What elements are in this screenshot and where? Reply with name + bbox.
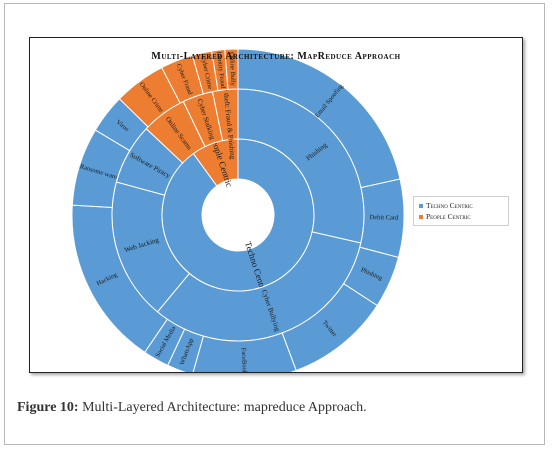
legend-item-techno: Techno Centric bbox=[419, 200, 503, 211]
legend-label-techno: Techno Centric bbox=[426, 201, 473, 210]
sunburst-label-ring3-debit-card: Debit Card bbox=[370, 214, 400, 222]
figure-caption-text: Multi-Layered Architecture: mapreduce Ap… bbox=[82, 400, 367, 415]
chart-title: Multi-Layered Architecture: MapReduce Ap… bbox=[151, 51, 401, 62]
sunburst-label-ring3-online-bully: Online Bully bbox=[228, 52, 236, 87]
legend-label-people: People Centric bbox=[426, 212, 471, 221]
chart-legend: Techno Centric People Centric bbox=[413, 196, 509, 226]
sunburst-label-ring3-facebook: FaceBook bbox=[240, 348, 248, 372]
legend-swatch-techno bbox=[419, 203, 423, 208]
sunburst-segment-ring3-online-bully bbox=[224, 48, 239, 90]
figure-label: Figure 10: bbox=[17, 400, 79, 415]
legend-item-people: People Centric bbox=[419, 211, 503, 222]
legend-swatch-people bbox=[419, 214, 423, 219]
sunburst-label-ring3-identity-fraud: Identity Fraud bbox=[215, 51, 226, 89]
figure-caption: Figure 10: Multi-Layered Architecture: m… bbox=[17, 400, 367, 416]
